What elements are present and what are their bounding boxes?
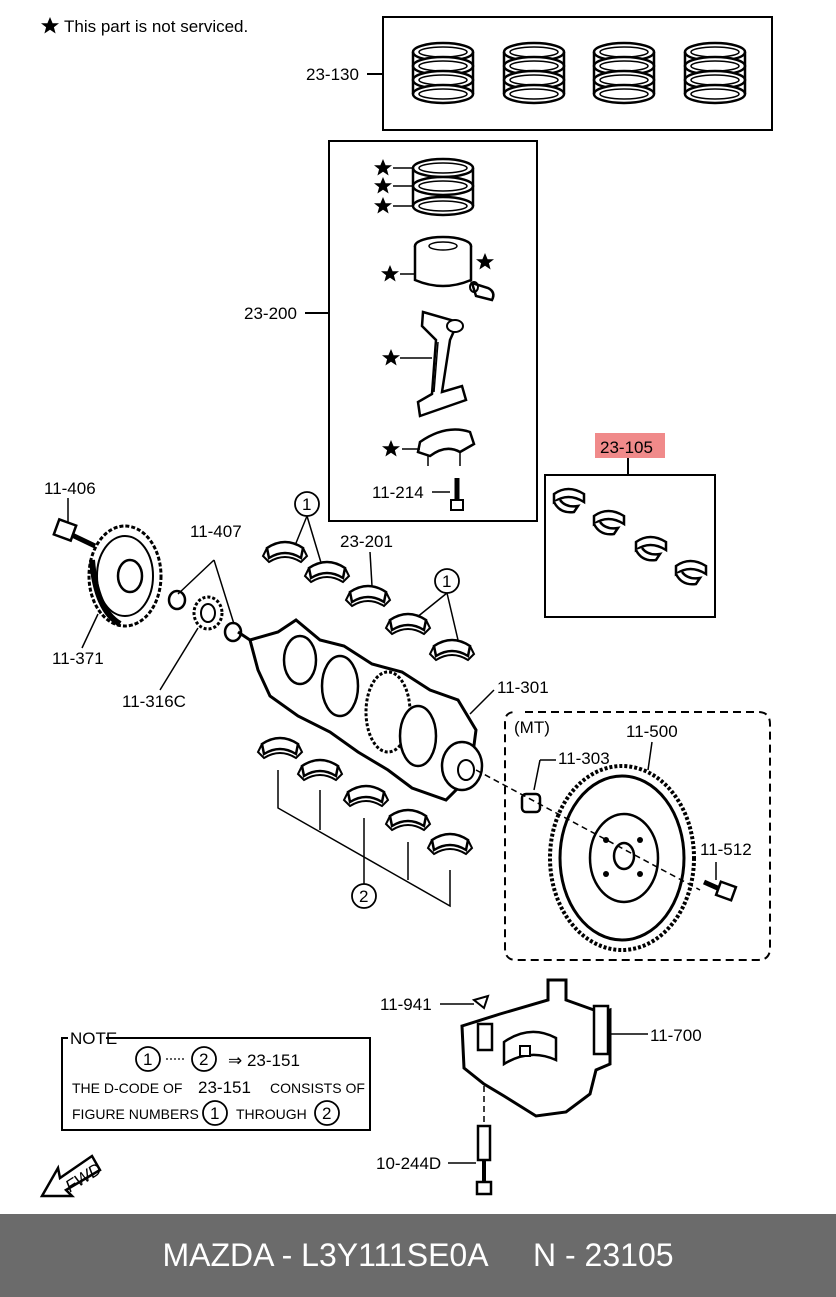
main-bearing-icon [303, 560, 351, 584]
label-11-301[interactable]: 11-301 [497, 678, 549, 697]
note-arrow-code: ⇒ 23-151 [228, 1051, 300, 1070]
circle-label-1: 1 [442, 572, 451, 591]
key-icon [167, 589, 187, 611]
highlight-23-105 [595, 433, 665, 458]
rod-cap-icon [402, 428, 476, 466]
note-line3a: FIGURE NUMBERS [72, 1106, 199, 1122]
main-bearing-icon [342, 784, 390, 808]
label-11-214[interactable]: 11-214 [372, 483, 424, 502]
star-icon [382, 349, 400, 366]
star-icon [374, 159, 392, 176]
main-bearing-icon [296, 758, 344, 782]
star-icon [381, 265, 399, 282]
main-bearing-icon [384, 612, 432, 636]
star-icon [41, 17, 59, 34]
note-circle-2: 2 [199, 1050, 208, 1069]
note-line2b: 23-151 [198, 1078, 251, 1097]
label-11-941[interactable]: 11-941 [380, 995, 432, 1014]
piston-ring-set-icon [413, 43, 745, 103]
main-bearing-icon [428, 638, 476, 662]
main-bearing-icon [384, 808, 432, 832]
label-23-130[interactable]: 23-130 [306, 65, 359, 84]
label-23-200[interactable]: 23-200 [244, 304, 297, 323]
connecting-rod-icon [400, 310, 468, 418]
label-11-500[interactable]: 11-500 [626, 722, 678, 741]
timing-sprocket-icon [192, 595, 224, 631]
piston-icon [400, 235, 473, 288]
label-10-244d[interactable]: 10-244D [376, 1154, 441, 1173]
star-icon [382, 440, 400, 457]
circle-label-1: 1 [302, 495, 311, 514]
label-23-201[interactable]: 23-201 [340, 532, 393, 551]
box-23-105 [544, 474, 716, 618]
piston-pin-icon [469, 281, 495, 302]
label-11-303[interactable]: 11-303 [558, 749, 610, 768]
fwd-arrow-icon: FWD [39, 1154, 105, 1198]
main-bearing-icon [256, 736, 304, 760]
parts-diagram: This part is not serviced. 23-130 23-200 [39, 16, 773, 1198]
main-bearing-icon [261, 540, 309, 564]
label-11-371[interactable]: 11-371 [52, 649, 104, 668]
clip-icon [471, 994, 490, 1010]
label-mt: (MT) [514, 718, 550, 737]
notice-text: This part is not serviced. [64, 17, 248, 36]
flywheel-icon [548, 764, 696, 952]
crankshaft-pulley-icon [87, 524, 163, 628]
label-11-316c[interactable]: 11-316C [122, 692, 186, 711]
pilot-bearing-icon [520, 792, 542, 814]
rod-bolt-icon [450, 478, 464, 511]
piston-rings-icon [393, 157, 475, 217]
crankshaft-icon [237, 618, 484, 802]
circle-label-2: 2 [359, 887, 368, 906]
note-circle-2b: 2 [322, 1104, 331, 1123]
footer-part-number: MAZDA - L3Y111SE0A [162, 1237, 489, 1273]
box-23-200 [328, 140, 538, 522]
label-23-105[interactable]: 23-105 [600, 438, 653, 457]
star-icon [374, 197, 392, 214]
note-title: NOTE [70, 1029, 117, 1048]
pulley-bolt-icon [52, 517, 97, 549]
main-bearing-cap-icon [460, 978, 612, 1118]
note-circle-1: 1 [143, 1050, 152, 1069]
label-11-512[interactable]: 11-512 [700, 840, 752, 859]
cap-bolt-icon [475, 1124, 493, 1196]
note-line3b: THROUGH [236, 1106, 307, 1122]
rod-bearing-set-icon [552, 487, 708, 586]
main-bearing-icon [426, 832, 474, 856]
label-11-406[interactable]: 11-406 [44, 479, 96, 498]
flywheel-bolt-icon [702, 879, 738, 902]
note-circle-1b: 1 [210, 1104, 219, 1123]
star-icon [476, 253, 494, 270]
note-line2a: THE D-CODE OF [72, 1080, 182, 1096]
footer-reference: N - 23105 [533, 1237, 674, 1273]
footer-bar: MAZDA - L3Y111SE0A N - 23105 [0, 1214, 836, 1297]
star-icon [374, 177, 392, 194]
label-11-407[interactable]: 11-407 [190, 522, 242, 541]
label-11-700[interactable]: 11-700 [650, 1026, 702, 1045]
note-box [61, 1037, 371, 1131]
mt-group-outline [504, 711, 771, 961]
thrust-bearing-icon [344, 584, 392, 608]
note-line2c: CONSISTS OF [270, 1080, 365, 1096]
oil-seal-icon [223, 621, 243, 643]
